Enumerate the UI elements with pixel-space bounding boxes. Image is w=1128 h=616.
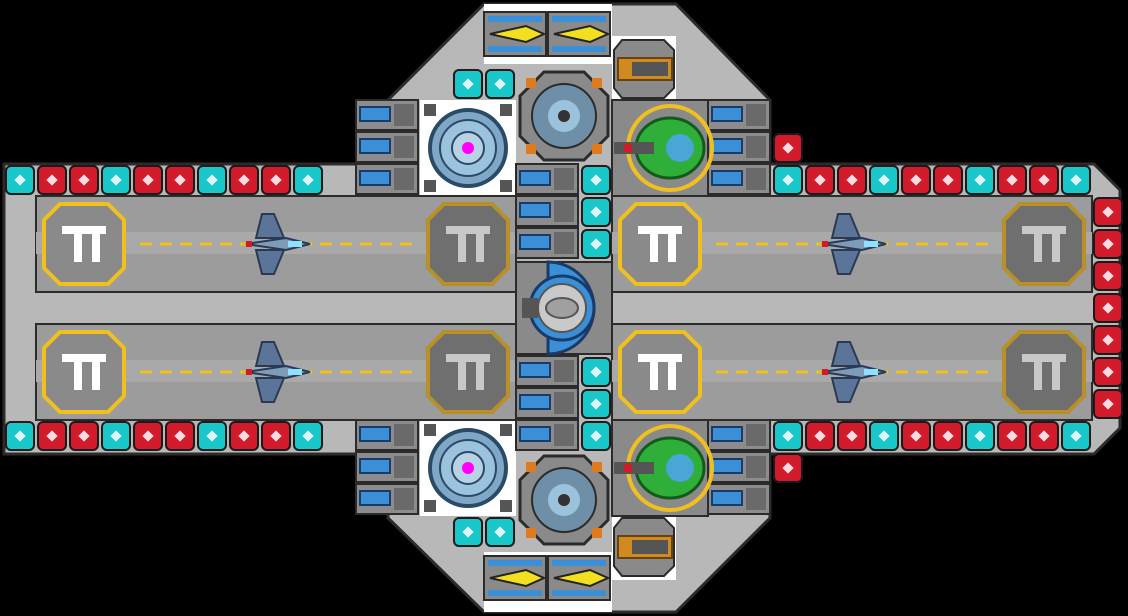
thruster-icon[interactable] [355, 483, 419, 515]
cell-glyph [270, 174, 282, 186]
cell-glyph [46, 174, 58, 186]
cell-glyph [910, 174, 922, 186]
cell-glyph [1102, 398, 1114, 410]
thruster-icon[interactable] [515, 419, 579, 451]
cell-glyph [302, 174, 314, 186]
cell-glyph [46, 430, 58, 442]
shield-generator-icon[interactable] [518, 70, 610, 162]
cell-glyph [814, 430, 826, 442]
thruster-icon[interactable] [355, 99, 419, 131]
cell-glyph [1006, 174, 1018, 186]
cell-glyph [142, 174, 154, 186]
cell-glyph [1102, 366, 1114, 378]
cell-glyph [1102, 238, 1114, 250]
cell-glyph [590, 398, 602, 410]
cell-glyph [1070, 174, 1082, 186]
landing-pad-icon[interactable] [42, 202, 126, 286]
cell-glyph [590, 366, 602, 378]
cell-glyph [270, 430, 282, 442]
cell-glyph [846, 430, 858, 442]
missile-launcher-icon[interactable] [483, 11, 547, 57]
thruster-icon[interactable] [707, 419, 771, 451]
turret-icon[interactable] [610, 98, 714, 198]
cell-glyph [1070, 430, 1082, 442]
cell-glyph [206, 174, 218, 186]
thruster-icon[interactable] [515, 387, 579, 419]
cell-glyph [974, 430, 986, 442]
cell-glyph [494, 526, 506, 538]
landing-pad-icon[interactable] [618, 202, 702, 286]
cell-glyph [1038, 430, 1050, 442]
cell-glyph [174, 174, 186, 186]
thruster-icon[interactable] [355, 419, 419, 451]
thruster-icon[interactable] [355, 451, 419, 483]
cell-glyph [1006, 430, 1018, 442]
cell-glyph [206, 430, 218, 442]
cell-glyph [1102, 302, 1114, 314]
missile-launcher-icon[interactable] [547, 555, 611, 601]
cell-glyph [878, 430, 890, 442]
cell-glyph [846, 174, 858, 186]
cell-glyph [302, 430, 314, 442]
cell-glyph [462, 526, 474, 538]
thruster-icon[interactable] [355, 131, 419, 163]
thruster-icon[interactable] [515, 227, 579, 259]
cell-glyph [910, 430, 922, 442]
cell-glyph [974, 174, 986, 186]
shield-generator-icon[interactable] [518, 454, 610, 546]
thruster-icon[interactable] [707, 451, 771, 483]
cell-glyph [782, 430, 794, 442]
thruster-icon[interactable] [515, 163, 579, 195]
cell-glyph [782, 462, 794, 474]
turret-icon[interactable] [610, 418, 714, 518]
cell-glyph [814, 174, 826, 186]
power-cell-grid [5, 69, 1123, 547]
cell-glyph [782, 142, 794, 154]
thruster-icon[interactable] [707, 163, 771, 195]
cell-glyph [590, 430, 602, 442]
thruster-icon[interactable] [515, 195, 579, 227]
cell-glyph [590, 238, 602, 250]
cannon-icon[interactable] [613, 39, 675, 99]
cell-glyph [1102, 334, 1114, 346]
landing-pad-icon[interactable] [426, 330, 510, 414]
missile-launcher-icon[interactable] [547, 11, 611, 57]
thruster-icon[interactable] [707, 99, 771, 131]
cell-glyph [590, 174, 602, 186]
cell-glyph [590, 206, 602, 218]
cell-glyph [238, 174, 250, 186]
cell-glyph [878, 174, 890, 186]
cockpit-icon[interactable] [515, 260, 613, 356]
thruster-icon[interactable] [515, 355, 579, 387]
landing-pad-icon[interactable] [42, 330, 126, 414]
landing-pad-icon[interactable] [426, 202, 510, 286]
missile-launcher-icon[interactable] [483, 555, 547, 601]
cell-glyph [782, 174, 794, 186]
thruster-icon[interactable] [355, 163, 419, 195]
thruster-icon[interactable] [707, 483, 771, 515]
cell-glyph [1038, 174, 1050, 186]
cell-glyph [1102, 206, 1114, 218]
cell-glyph [174, 430, 186, 442]
thruster-icon[interactable] [707, 131, 771, 163]
landing-pad-icon[interactable] [1002, 330, 1086, 414]
landing-pad-icon[interactable] [618, 330, 702, 414]
cell-glyph [238, 430, 250, 442]
cell-glyph [142, 430, 154, 442]
cannon-icon[interactable] [613, 517, 675, 577]
cell-glyph [1102, 270, 1114, 282]
cell-glyph [942, 174, 954, 186]
landing-pad-icon[interactable] [1002, 202, 1086, 286]
cell-glyph [942, 430, 954, 442]
